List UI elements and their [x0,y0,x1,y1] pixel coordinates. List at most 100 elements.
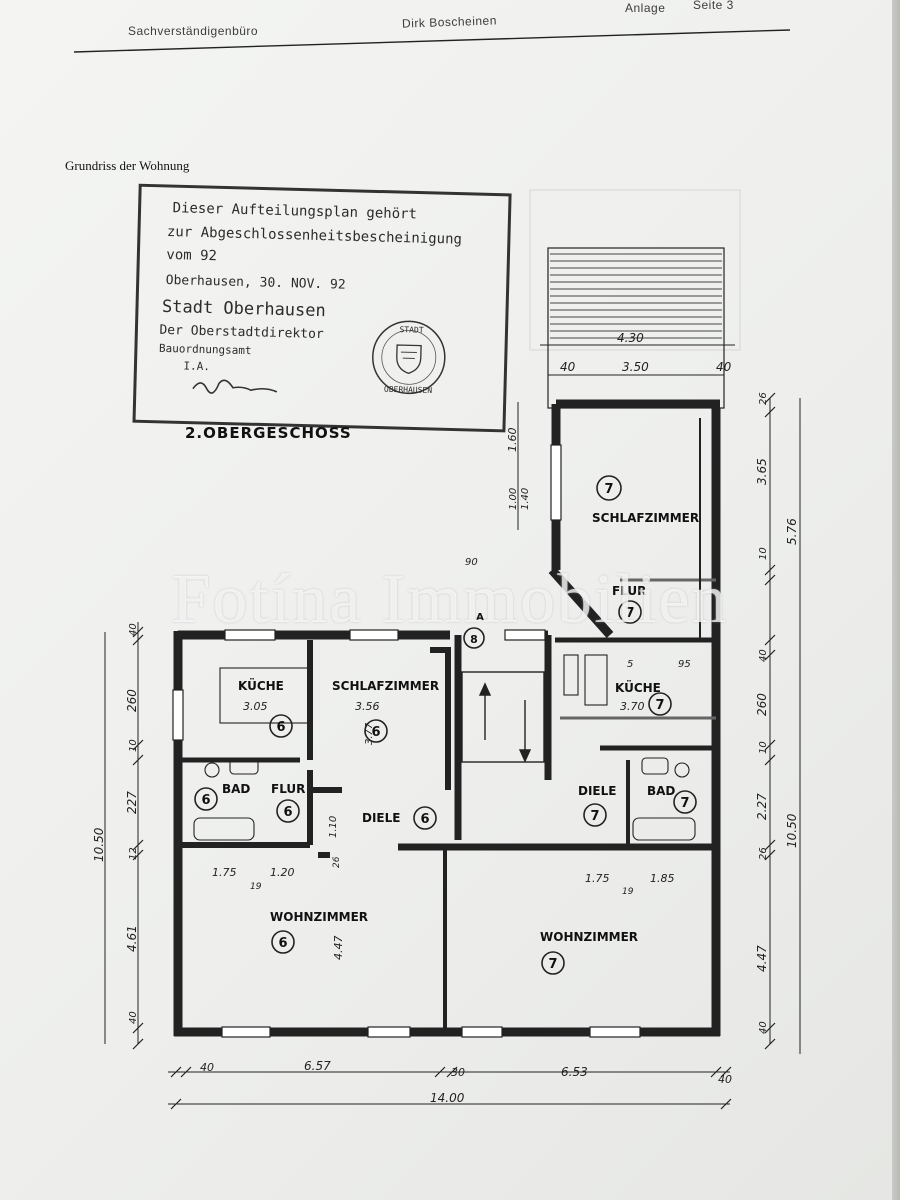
dim-balcony-right: 40 [716,360,732,374]
dim-left-total: 10.50 [92,827,106,862]
stamp-line-3: vom 92 [166,247,217,264]
seal-bottom-text: OBERHAUSEN [384,385,433,395]
dim-bottom-30: 30 [451,1066,465,1079]
dim-bottom-657: 6.57 [304,1059,331,1073]
document-caption: Grundriss der Wohnung [65,158,190,173]
stamp-line-1: Dieser Aufteilungsplan gehört [172,200,417,222]
right-dim-tick [764,849,776,861]
room-kueche-7: KÜCHE [615,680,661,695]
room-wohnzimmer-7: WOHNZIMMER [540,930,638,944]
left-dim-tick [132,754,144,766]
dim-175-right: 1.75 [585,872,610,885]
dim-right-576: 5.76 [785,518,799,545]
room-schlafzimmer-7: SCHLAFZIMMER [592,511,699,525]
right-dim-tick [764,634,776,646]
right-dim-tick [764,406,776,418]
dim-kueche-7-width: 3.70 [620,700,645,713]
stamp-line-8: I.A. [183,359,210,373]
right-dim-tick [764,649,776,661]
room-bad-6: BAD [222,782,250,796]
right-dim-tick [764,574,776,586]
total-dim-tick [170,1098,182,1110]
dim-right-40: 40 [758,649,769,662]
dim-left-461: 4.61 [125,925,139,952]
dim-right-10: 10 [758,741,769,754]
room-flur-6: FLUR [271,782,305,796]
unit-6-kueche: 6 [276,720,285,735]
dim-bottom-40-left: 40 [200,1061,214,1074]
unit-a: A [476,612,484,623]
dim-right-total: 10.50 [785,813,799,848]
room-diele-7: DIELE [578,784,616,798]
total-dim-tick [720,1098,732,1110]
dimension-lines [104,344,801,1105]
dim-window-100: 1.00 [508,488,519,510]
bottom-dim-tick [434,1066,446,1078]
unit-6-wohnzimmer: 6 [278,936,287,951]
right-dim-tick [764,839,776,851]
right-dim-tick [764,754,776,766]
dim-bottom-40-right: 40 [718,1073,732,1086]
unit-7-kueche: 7 [655,698,664,713]
unit-7-wohnzimmer: 7 [548,957,557,972]
left-dim-tick [132,839,144,851]
stamp-line-6: Der Oberstadtdirektor [159,323,324,342]
dim-kueche-7-5: 5 [627,659,633,670]
right-dim-tick [764,1022,776,1034]
dim-right-10-top: 10 [758,547,769,560]
seal-top-text: STADT [399,325,423,335]
left-dim-tick [132,739,144,751]
unit-8: 8 [470,633,478,646]
dim-window-160: 1.60 [506,428,519,453]
dim-bottom-653: 6.53 [561,1065,588,1079]
dim-left-10: 10 [128,739,139,752]
dim-right-260: 260 [755,693,769,716]
stamp-line-5: Stadt Oberhausen [162,297,326,321]
room-wohnzimmer-6: WOHNZIMMER [270,910,368,924]
signature [192,379,278,394]
header-office: Sachverständigenbüro [128,24,259,38]
dim-schlafzimmer-6-height: 3.77 [364,722,375,745]
unit-markers [194,475,697,975]
dim-120: 1.20 [270,866,295,879]
right-dim-tick [764,392,776,404]
dim-90: 90 [465,557,478,568]
right-dim-tick [764,739,776,751]
unit-6-diele: 6 [420,812,429,827]
bottom-dim-tick [446,1066,458,1078]
floor-title: 2.OBERGESCHOSS [185,424,352,442]
left-dim-tick [132,849,144,861]
stamp-line-7: Bauordnungsamt [159,342,252,357]
unit-7-bad: 7 [680,796,689,811]
dim-175-left: 1.75 [212,866,237,879]
stamp-line-2: zur Abgeschlossenheitsbescheinigung [167,224,462,248]
room-flur-7: FLUR [612,584,646,598]
bottom-dim-tick [720,1066,732,1078]
dim-kueche-6-width: 3.05 [243,700,268,713]
dim-left-40-top: 40 [128,623,139,636]
dim-right-447: 4.47 [755,945,769,972]
windows [172,444,641,1038]
dim-19-right: 19 [622,887,634,897]
ghost-drawing [529,189,741,351]
dim-flur-6-height: 1.10 [328,816,339,838]
bottom-dim-tick [710,1066,722,1078]
left-dim-tick [132,1038,144,1050]
dim-19-left: 19 [250,882,262,892]
room-diele-6: DIELE [362,811,400,825]
right-dim-tick [764,564,776,576]
unit-7-schlafzimmer: 7 [604,482,613,497]
dim-wohnzimmer-6-height: 4.47 [332,936,345,961]
dim-schlafzimmer-6-width: 3.56 [355,700,380,713]
dimension-ticks [132,392,776,1110]
dim-bottom-total: 14.00 [430,1091,465,1105]
dim-left-12: 12 [128,847,139,860]
dim-window-140: 1.40 [520,488,531,510]
left-dim-tick [132,634,144,646]
dim-kueche-7-95: 95 [678,659,691,670]
stamp-line-4: Oberhausen, 30. NOV. 92 [166,273,346,293]
left-dim-tick [132,626,144,638]
dim-right-365: 3.65 [755,458,769,485]
dim-balcony-left: 40 [560,360,576,374]
